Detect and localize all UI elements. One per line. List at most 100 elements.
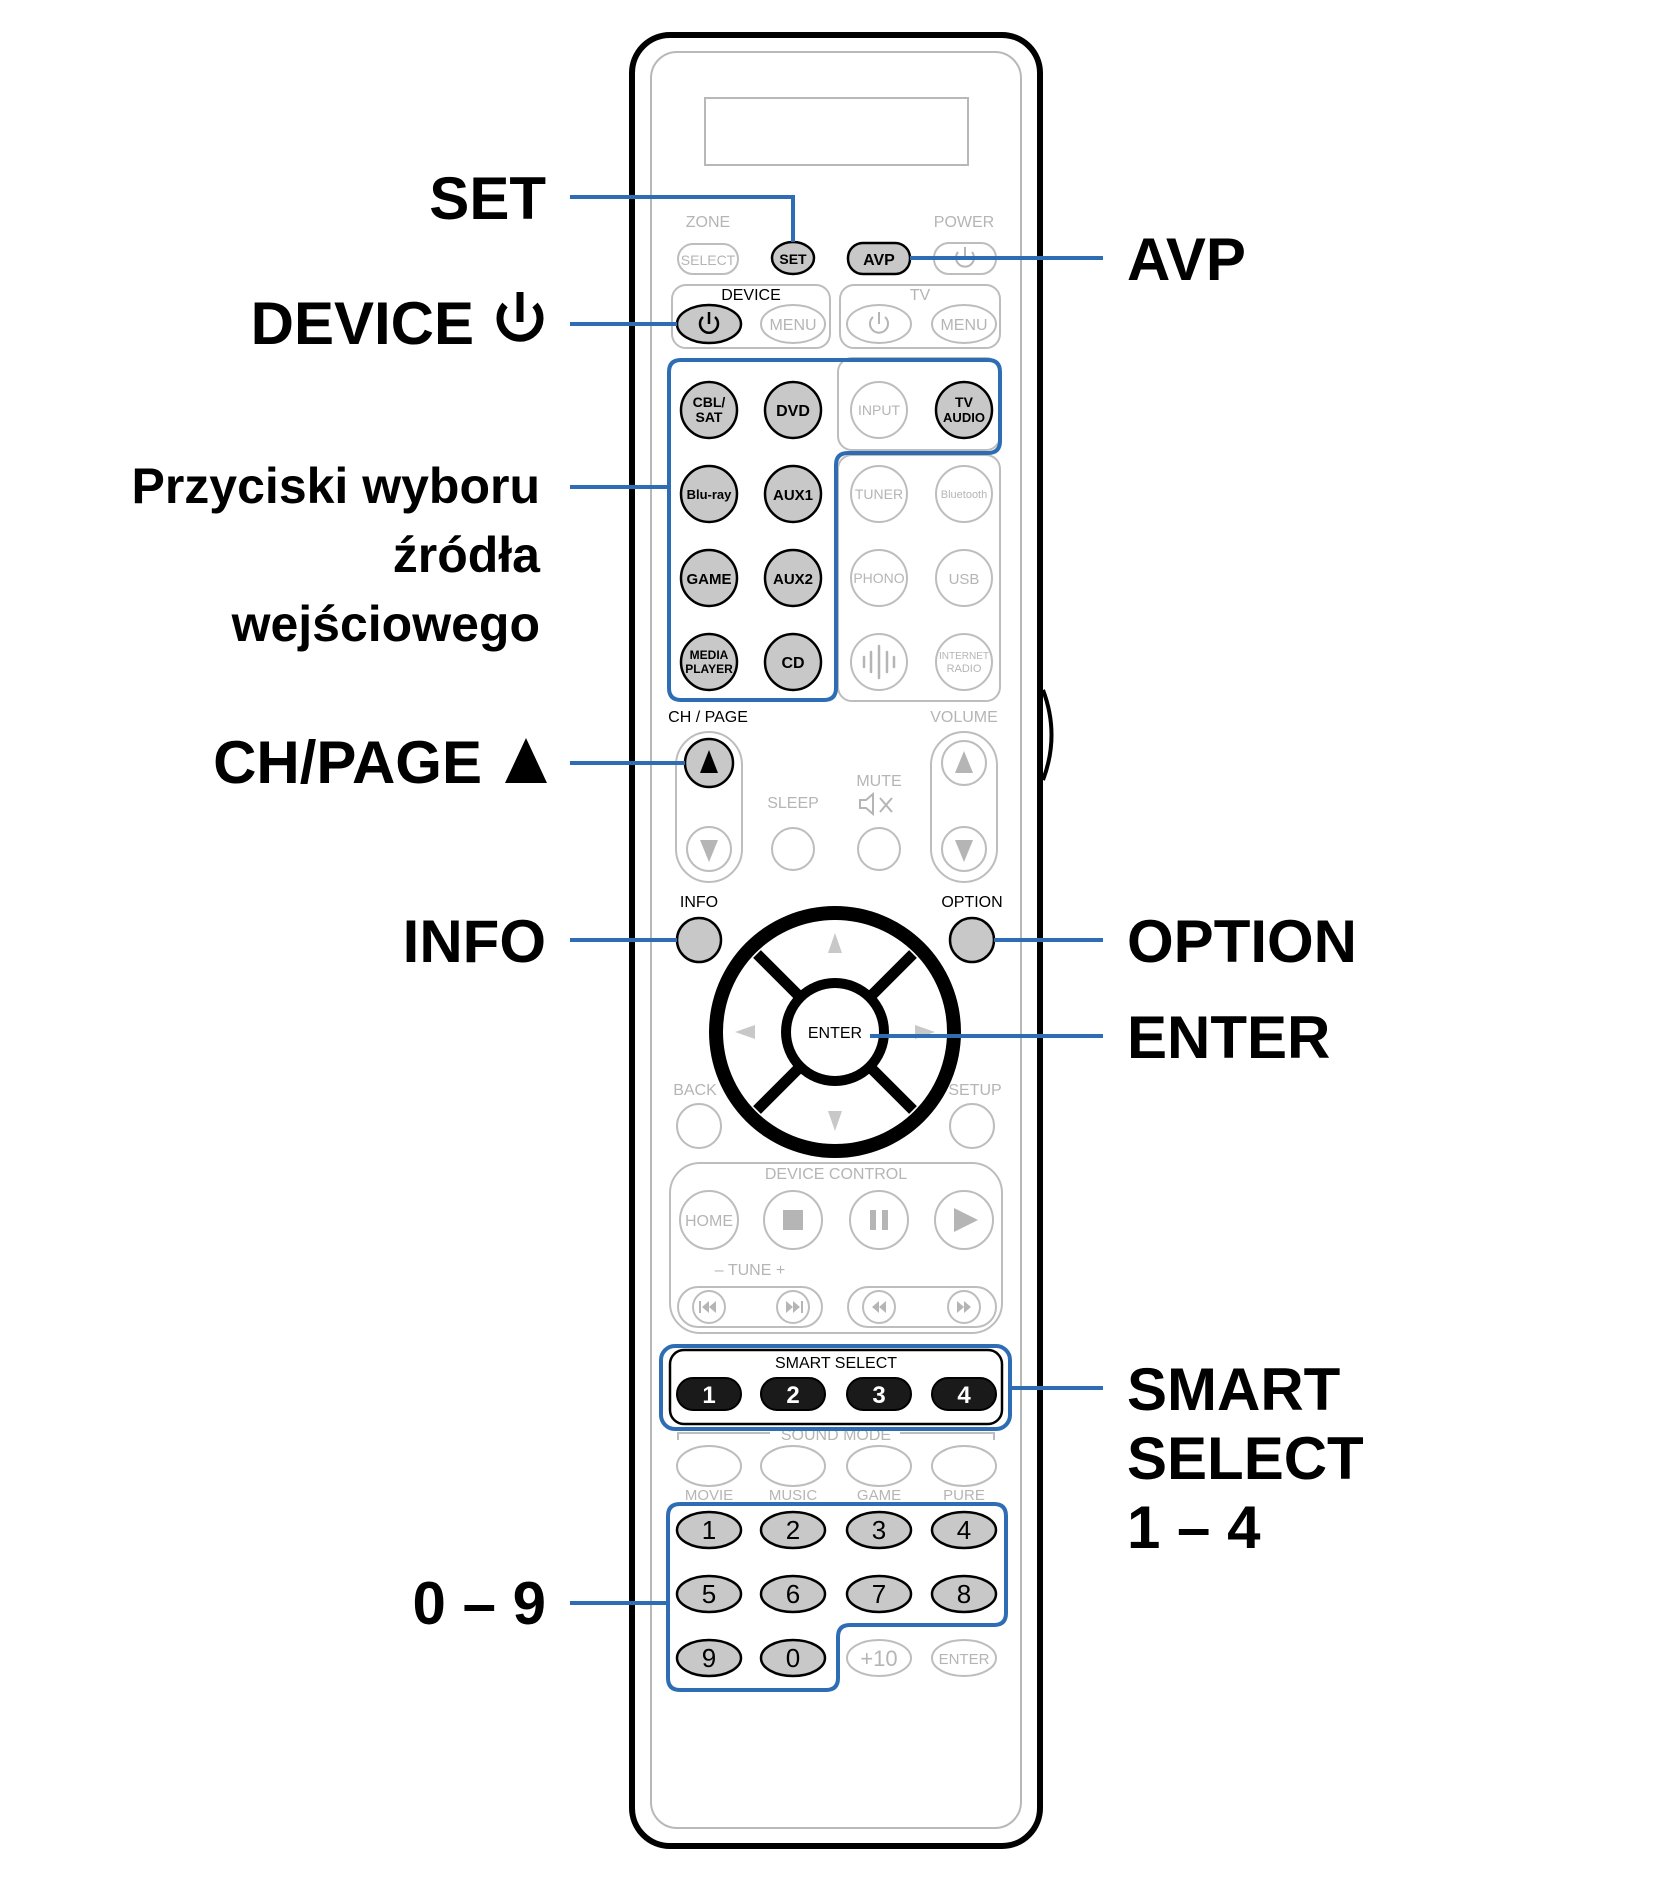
info-label: INFO <box>680 894 718 911</box>
tv-power-button[interactable] <box>846 304 912 344</box>
number-button-2[interactable]: 2 <box>759 1510 827 1550</box>
number-label: 3 <box>872 1515 886 1545</box>
source-button-media-player[interactable]: MEDIA PLAYER <box>679 632 739 692</box>
back-button[interactable] <box>676 1103 722 1149</box>
option-button[interactable] <box>948 916 996 964</box>
home-label: HOME <box>685 1213 733 1230</box>
source-button-cbl-sat[interactable]: CBL/ SAT <box>679 380 739 440</box>
source-button-bluetooth[interactable]: Bluetooth <box>935 465 993 523</box>
source-button-bluray[interactable]: Blu-ray <box>679 464 739 524</box>
plus10-button[interactable]: +10 <box>846 1639 912 1677</box>
callout-smart-line3: 1 – 4 <box>1127 1494 1261 1561</box>
number-button-8[interactable]: 8 <box>930 1574 998 1614</box>
number-button-4[interactable]: 4 <box>930 1510 998 1550</box>
enter-button-label: ENTER <box>808 1025 862 1042</box>
play-button[interactable] <box>934 1190 994 1250</box>
smart-select-number: 3 <box>872 1382 885 1409</box>
info-button[interactable] <box>675 916 723 964</box>
smart-select-button-2[interactable]: 2 <box>760 1377 826 1411</box>
number-button-9[interactable]: 9 <box>675 1638 743 1678</box>
device-menu-button[interactable]: MENU <box>760 304 826 344</box>
sleep-button[interactable] <box>771 827 815 871</box>
stop-button[interactable] <box>763 1190 823 1250</box>
highlight-frames <box>659 358 1012 1692</box>
bluray-label: Blu-ray <box>687 487 733 502</box>
skip-rocker <box>847 1286 997 1328</box>
previous-icon <box>699 1301 716 1313</box>
sound-mode-movie-button[interactable] <box>676 1445 742 1487</box>
option-label: OPTION <box>941 894 1002 911</box>
tv-group-frame <box>839 284 1001 349</box>
number-pad-highlight <box>666 1502 1008 1692</box>
source-button-internet-radio[interactable]: INTERNET RADIO <box>935 633 993 691</box>
callout-input-source-line3: wejściowego <box>231 596 540 652</box>
device-power-button[interactable] <box>675 303 743 345</box>
smart-select-button-3[interactable]: 3 <box>846 1377 912 1411</box>
callout-smart-line1: SMART <box>1127 1356 1340 1423</box>
smart-select-button-1[interactable]: 1 <box>676 1377 742 1411</box>
ch-page-down-button[interactable] <box>686 826 732 872</box>
remote-display <box>704 97 969 166</box>
smart-select-label: SMART SELECT <box>775 1355 897 1372</box>
device-control-label: DEVICE CONTROL <box>765 1166 907 1183</box>
mute-button[interactable] <box>857 827 901 871</box>
home-button[interactable]: HOME <box>679 1190 739 1250</box>
power-icon <box>869 312 889 334</box>
pause-button[interactable] <box>849 1190 909 1250</box>
source-button-cd[interactable]: CD <box>763 632 823 692</box>
set-button[interactable]: SET <box>770 240 816 276</box>
fast-forward-button[interactable] <box>947 1290 981 1324</box>
source-button-dvd[interactable]: DVD <box>763 380 823 440</box>
callout-device-power: DEVICE <box>251 290 544 357</box>
sound-mode-music-button[interactable] <box>760 1445 826 1487</box>
tv-menu-button[interactable]: MENU <box>931 304 997 344</box>
number-button-3[interactable]: 3 <box>845 1510 913 1550</box>
leader-lines <box>570 195 1103 1605</box>
number-enter-button[interactable]: ENTER <box>931 1639 997 1677</box>
source-button-aux2[interactable]: AUX2 <box>763 548 823 608</box>
source-button-aux1[interactable]: AUX1 <box>763 464 823 524</box>
tv-menu-label: MENU <box>940 317 987 334</box>
sound-mode-movie-label: MOVIE <box>685 1487 733 1504</box>
source-button-game[interactable]: GAME <box>679 548 739 608</box>
next-button[interactable] <box>776 1290 810 1324</box>
number-button-6[interactable]: 6 <box>759 1574 827 1614</box>
zone-select-button[interactable]: SELECT <box>677 243 739 275</box>
rewind-button[interactable] <box>862 1290 896 1324</box>
source-button-tv-audio[interactable]: TV AUDIO <box>934 380 994 440</box>
callout-smart-line2: SELECT <box>1127 1425 1364 1492</box>
volume-down-button[interactable] <box>941 826 987 872</box>
tv-audio-label-2: AUDIO <box>943 410 985 425</box>
volume-rocker <box>930 731 998 883</box>
tv-label: TV <box>910 287 931 304</box>
source-button-heos[interactable] <box>850 633 908 691</box>
number-button-1[interactable]: 1 <box>675 1510 743 1550</box>
volume-up-button[interactable] <box>941 740 987 786</box>
device-label: DEVICE <box>721 287 781 304</box>
cursor-left-button[interactable] <box>735 1025 755 1039</box>
smart-select-button-4[interactable]: 4 <box>931 1377 997 1411</box>
enter-button[interactable]: ENTER <box>791 988 879 1076</box>
number-enter-label: ENTER <box>939 1651 990 1668</box>
cursor-down-button[interactable] <box>828 1111 842 1131</box>
up-arrow-icon <box>700 750 718 773</box>
sound-mode-pure-button[interactable] <box>931 1445 997 1487</box>
ch-page-up-button[interactable] <box>683 737 735 789</box>
setup-button[interactable] <box>949 1103 995 1149</box>
sound-mode-game-button[interactable] <box>846 1445 912 1487</box>
sound-mode-game-label: GAME <box>857 1487 901 1504</box>
number-button-7[interactable]: 7 <box>845 1574 913 1614</box>
source-button-phono[interactable]: PHONO <box>850 549 908 607</box>
number-button-5[interactable]: 5 <box>675 1574 743 1614</box>
source-button-tuner[interactable]: TUNER <box>850 465 908 523</box>
cursor-up-button[interactable] <box>828 933 842 953</box>
avp-button[interactable]: AVP <box>846 241 912 276</box>
previous-button[interactable] <box>692 1290 726 1324</box>
source-button-usb[interactable]: USB <box>935 549 993 607</box>
number-button-0[interactable]: 0 <box>759 1638 827 1678</box>
dvd-label: DVD <box>776 403 810 420</box>
number-label: 5 <box>702 1579 716 1609</box>
cd-label: CD <box>781 655 804 672</box>
source-button-input[interactable]: INPUT <box>850 381 908 439</box>
heos-icon <box>862 644 896 680</box>
